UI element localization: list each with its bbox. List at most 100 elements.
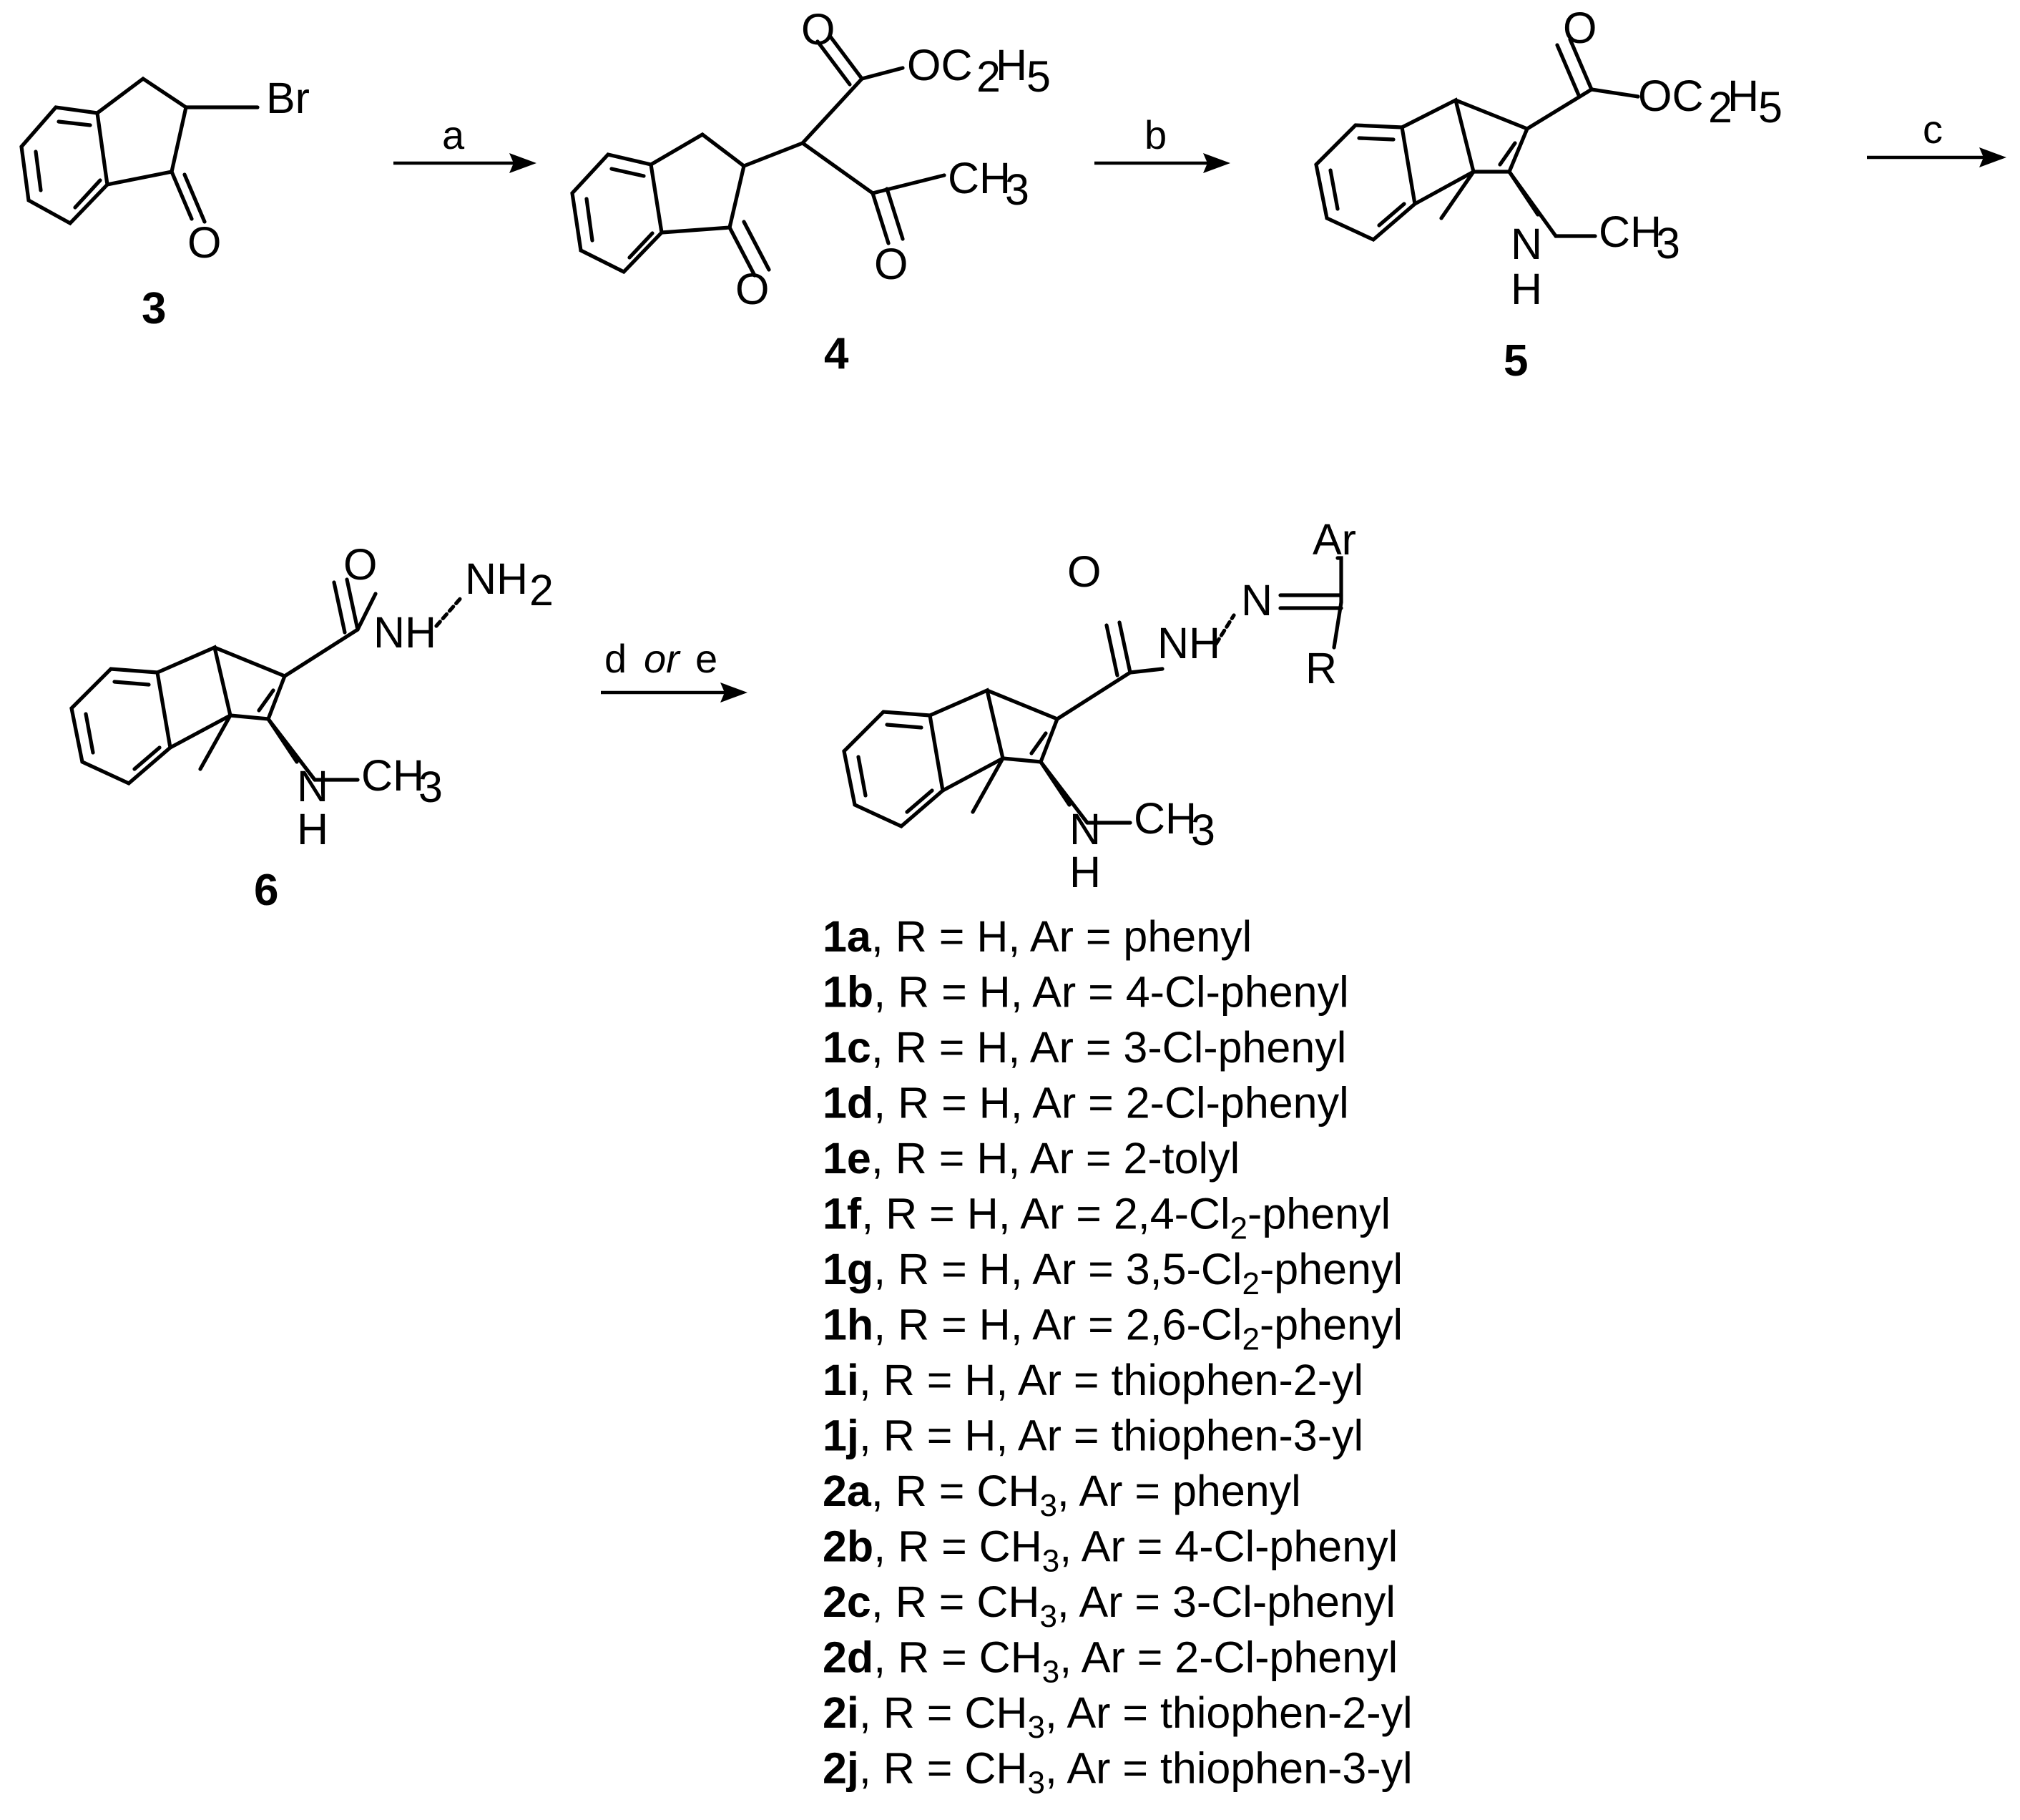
product-entry: 1b, R = H, Ar = 4-Cl-phenyl	[823, 968, 1349, 1017]
svg-text:N: N	[297, 762, 328, 811]
product-id: 1d	[823, 1079, 873, 1127]
product-id: 1b	[823, 968, 873, 1017]
svg-text:NH: NH	[465, 554, 528, 603]
svg-text:2: 2	[1708, 83, 1732, 132]
svg-text:5: 5	[1758, 83, 1783, 132]
product-id: 2a	[823, 1467, 872, 1515]
product-entry: 1i, R = H, Ar = thiophen-2-yl	[823, 1356, 1363, 1404]
product-entry: 2b, R = CH3, Ar = 4-Cl-phenyl	[823, 1522, 1398, 1579]
indanone-oxygen: O	[735, 265, 769, 313]
hydrazide-oxygen: O	[343, 540, 377, 589]
condition-b: b	[1144, 112, 1167, 157]
product-id: 2c	[823, 1577, 871, 1626]
svg-text:CH: CH	[1599, 207, 1662, 256]
pyrrole-nh-product: N H	[1069, 805, 1101, 896]
product-entry: 1c, R = H, Ar = 3-Cl-phenyl	[823, 1023, 1346, 1072]
arrow-d-or-e-head	[720, 682, 747, 703]
svg-text:N: N	[1069, 805, 1101, 853]
pyrrole-nh-6: N H	[297, 762, 328, 853]
product-skeleton	[842, 556, 1343, 829]
svg-text:H: H	[1069, 848, 1101, 896]
product-id: 2j	[823, 1744, 859, 1793]
svg-text:3: 3	[1656, 219, 1680, 268]
product-amide-nh: NH	[1157, 619, 1220, 667]
svg-text:2: 2	[529, 566, 554, 615]
acetyl-oxygen: O	[874, 240, 908, 288]
product-entry: 2c, R = CH3, Ar = 3-Cl-phenyl	[823, 1577, 1396, 1634]
imine-nitrogen: N	[1241, 576, 1273, 625]
product-entry: 2d, R = CH3, Ar = 2-Cl-phenyl	[823, 1633, 1398, 1690]
compound-3-skeleton	[19, 76, 260, 226]
arrow-a-head	[509, 153, 536, 173]
pyrrole-nh-5: N H	[1511, 220, 1542, 313]
product-entry: 2j, R = CH3, Ar = thiophen-3-yl	[823, 1744, 1413, 1801]
compound-6-skeleton	[69, 577, 464, 786]
r-substituent: R	[1305, 644, 1337, 693]
svg-text:3: 3	[1005, 165, 1029, 214]
methyl-group-product: CH 3	[1134, 794, 1215, 854]
svg-text:3: 3	[1191, 806, 1215, 854]
svg-text:CH: CH	[1134, 794, 1197, 843]
product-id: 1c	[823, 1023, 871, 1072]
condition-c: c	[1923, 107, 1943, 152]
product-entry: 1d, R = H, Ar = 2-Cl-phenyl	[823, 1079, 1349, 1127]
methyl-group-6: CH 3	[361, 751, 443, 811]
svg-text:OC: OC	[1638, 72, 1704, 120]
condition-d-or-e: d or e	[604, 636, 717, 681]
ethoxy-group-5: OC 2 H 5	[1638, 72, 1783, 132]
svg-text:or: or	[644, 636, 681, 681]
svg-text:5: 5	[1026, 52, 1051, 101]
product-entry: 1f, R = H, Ar = 2,4-Cl2-phenyl	[823, 1190, 1391, 1246]
acetyl-methyl: CH 3	[948, 154, 1029, 214]
compound-5-label: 5	[1504, 336, 1528, 386]
product-entry: 2i, R = CH3, Ar = thiophen-2-yl	[823, 1688, 1413, 1745]
compound-3-label: 3	[142, 284, 166, 333]
product-id: 1g	[823, 1245, 873, 1293]
compound-6-label: 6	[254, 866, 278, 915]
compound-5-skeleton	[1314, 37, 1640, 243]
methyl-group-5: CH 3	[1599, 207, 1680, 268]
svg-text:CH: CH	[948, 154, 1011, 202]
ester-carbonyl-oxygen: O	[801, 5, 835, 54]
amine-group: NH 2	[465, 554, 554, 615]
product-carbonyl-oxygen: O	[1067, 547, 1101, 596]
product-id: 1h	[823, 1301, 873, 1349]
arrow-c-head	[1979, 147, 2006, 167]
svg-text:CH: CH	[361, 751, 424, 800]
product-id: 2d	[823, 1633, 873, 1682]
product-id: 1i	[823, 1356, 859, 1404]
svg-text:2: 2	[976, 52, 1001, 101]
svg-text:H: H	[1511, 265, 1542, 313]
product-id: 1a	[823, 912, 872, 961]
svg-text:3: 3	[418, 763, 443, 811]
hydrazide-nh: NH	[373, 608, 436, 657]
product-entry: 1j, R = H, Ar = thiophen-3-yl	[823, 1412, 1363, 1460]
product-entry: 1e, R = H, Ar = 2-tolyl	[823, 1134, 1240, 1183]
product-entry: 2a, R = CH3, Ar = phenyl	[823, 1467, 1301, 1523]
svg-text:N: N	[1511, 220, 1542, 268]
product-entry: 1a, R = H, Ar = phenyl	[823, 912, 1252, 961]
carbonyl-oxygen: O	[187, 218, 221, 267]
product-list: 1a, R = H, Ar = phenyl 1b, R = H, Ar = 4-…	[823, 912, 1413, 1801]
arrow-b-head	[1203, 153, 1230, 173]
product-id: 1f	[823, 1190, 862, 1238]
compound-4-label: 4	[824, 329, 849, 378]
ester-carbonyl-oxygen-5: O	[1563, 4, 1597, 52]
svg-text:H: H	[996, 41, 1027, 89]
bromine-atom: Br	[266, 74, 310, 122]
product-id: 1j	[823, 1412, 859, 1460]
svg-text:H: H	[1727, 72, 1759, 120]
svg-text:e: e	[695, 636, 717, 681]
condition-a: a	[442, 112, 465, 157]
product-id: 2i	[823, 1688, 859, 1737]
product-id: 2b	[823, 1522, 873, 1571]
svg-text:d: d	[604, 636, 627, 681]
svg-text:H: H	[297, 805, 328, 853]
product-id: 1e	[823, 1134, 871, 1183]
svg-text:OC: OC	[907, 41, 973, 89]
ethoxy-group: OC 2 H 5	[907, 41, 1051, 101]
aryl-substituent: Ar	[1313, 515, 1356, 564]
product-entry: 1g, R = H, Ar = 3,5-Cl2-phenyl	[823, 1245, 1403, 1301]
product-entry: 1h, R = H, Ar = 2,6-Cl2-phenyl	[823, 1301, 1403, 1357]
